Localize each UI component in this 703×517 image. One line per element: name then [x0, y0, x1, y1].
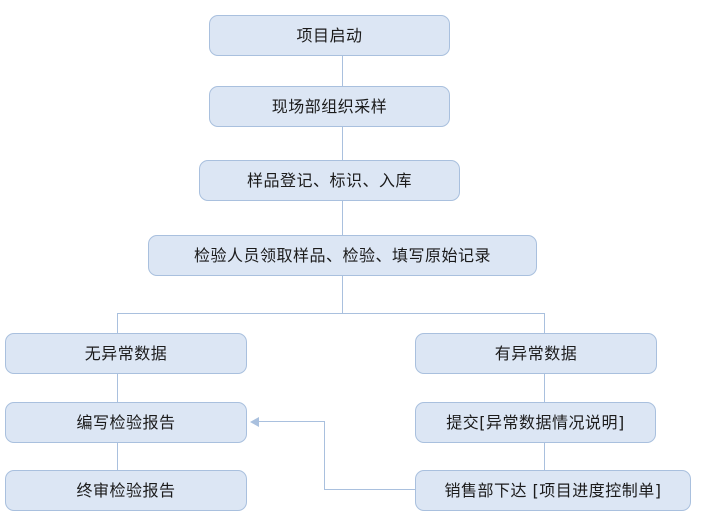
connector-branch-right-drop [544, 313, 545, 333]
connector-feedback-bottom [324, 489, 415, 490]
connector-branch-left-drop [117, 313, 118, 333]
connector-registration-to-inspection [342, 200, 343, 235]
node-final-report-label: 终审检验报告 [76, 480, 176, 500]
node-sales-order[interactable]: 销售部下达 [项目进度控制单] [415, 470, 691, 511]
connector-sampling-to-registration [342, 126, 343, 160]
node-sampling-label: 现场部组织采样 [271, 96, 388, 116]
connector-no-anomaly-to-write-report [117, 373, 118, 402]
node-write-report-label: 编写检验报告 [76, 412, 176, 432]
connector-write-to-final-report [117, 442, 118, 470]
node-sales-order-label: 销售部下达 [项目进度控制单] [444, 480, 662, 500]
node-start-label: 项目启动 [296, 25, 363, 45]
feedback-arrowhead [250, 417, 259, 427]
node-no-anomaly[interactable]: 无异常数据 [5, 333, 247, 374]
connector-feedback-top [258, 421, 325, 422]
node-final-report[interactable]: 终审检验报告 [5, 470, 247, 511]
connector-branch-horizontal [117, 313, 545, 314]
connector-feedback-riser [324, 421, 325, 490]
connector-submit-to-sales-order [544, 442, 545, 470]
connector-has-anomaly-to-submit [544, 373, 545, 402]
connector-start-to-sampling [342, 55, 343, 86]
node-sampling[interactable]: 现场部组织采样 [209, 86, 450, 127]
node-has-anomaly-label: 有异常数据 [494, 343, 578, 363]
node-inspection[interactable]: 检验人员领取样品、检验、填写原始记录 [148, 235, 537, 276]
node-inspection-label: 检验人员领取样品、检验、填写原始记录 [193, 245, 491, 265]
node-submit-note[interactable]: 提交[异常数据情况说明] [415, 402, 656, 443]
connector-inspection-stem [342, 275, 343, 313]
node-write-report[interactable]: 编写检验报告 [5, 402, 247, 443]
node-registration[interactable]: 样品登记、标识、入库 [199, 160, 460, 201]
node-start[interactable]: 项目启动 [209, 15, 450, 56]
node-registration-label: 样品登记、标识、入库 [246, 170, 412, 190]
node-no-anomaly-label: 无异常数据 [84, 343, 168, 363]
node-has-anomaly[interactable]: 有异常数据 [415, 333, 657, 374]
node-submit-note-label: 提交[异常数据情况说明] [446, 412, 625, 432]
